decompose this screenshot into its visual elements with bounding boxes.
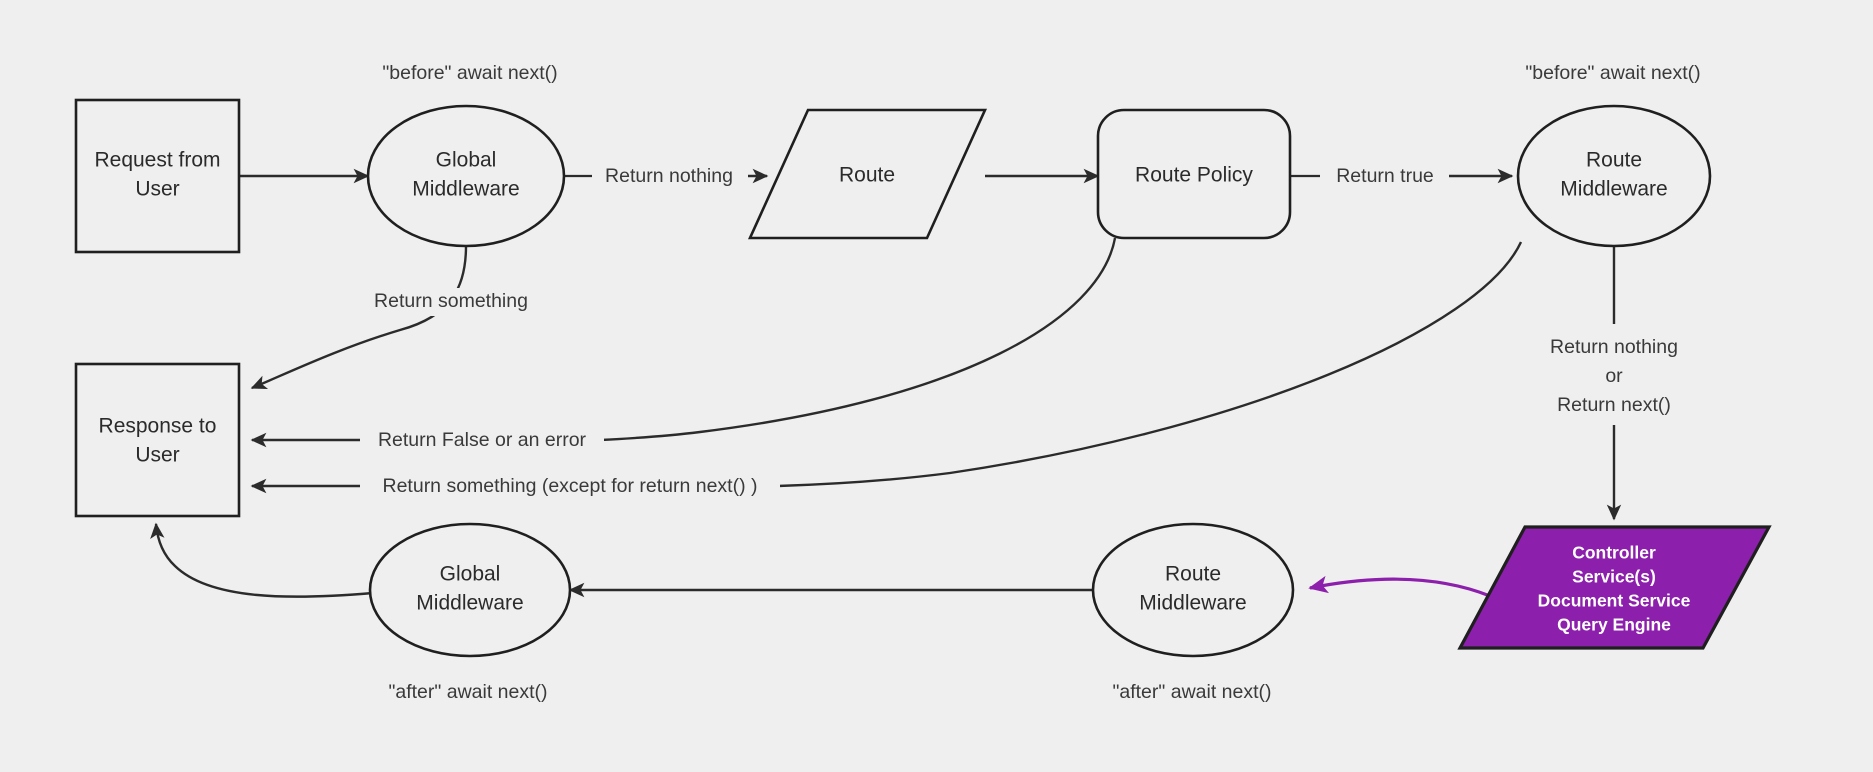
node-global-middleware-top[interactable]: Global Middleware xyxy=(366,104,566,248)
route-policy-shape xyxy=(1096,108,1292,240)
controller-services-label-line4: Query Engine xyxy=(1557,615,1671,635)
edge-controller-to-route-middleware-bottom xyxy=(1308,575,1491,598)
annotation-before-await-next-global: "before" await next() xyxy=(382,62,557,84)
return-nothing-label-backdrop xyxy=(592,163,748,190)
edge-route-policy-return-false-curve xyxy=(599,237,1117,442)
node-route-policy[interactable]: Route Policy xyxy=(1096,108,1292,240)
return-true-label: Return true xyxy=(1336,165,1434,187)
return-false-or-error-label: Return False or an error xyxy=(378,429,587,451)
route-middleware-top-label-line2: Middleware xyxy=(1560,178,1667,201)
controller-services-shape xyxy=(1457,525,1772,650)
response-to-user-label-line1: Response to xyxy=(99,415,217,438)
edge-label-return-nothing-or-next: Return nothing or Return next() xyxy=(1530,330,1700,420)
controller-services-label-line3: Document Service xyxy=(1538,591,1691,611)
controller-services-label-line2: Service(s) xyxy=(1572,567,1656,587)
request-from-user-label-line2: User xyxy=(135,178,179,201)
return-nothing-label: Return nothing xyxy=(605,165,733,187)
node-response-to-user[interactable]: Response to User xyxy=(74,362,241,518)
route-shape xyxy=(747,108,988,240)
global-middleware-bottom-label-line2: Middleware xyxy=(416,592,523,615)
edge-global-middleware-bottom-to-response xyxy=(150,522,374,598)
global-middleware-bottom-label-line1: Global xyxy=(440,563,501,586)
return-true-label-backdrop xyxy=(1320,163,1449,190)
annotation-before-await-next-route: "before" await next() xyxy=(1525,62,1700,84)
return-something-label-backdrop xyxy=(360,288,542,316)
global-middleware-top-label-line1: Global xyxy=(436,149,497,172)
annotation-after-await-next-route: "after" await next() xyxy=(1112,681,1271,703)
route-label: Route xyxy=(839,164,895,187)
return-nothing-or-next-label-line3: Return next() xyxy=(1557,394,1671,416)
return-nothing-or-next-label-line2: or xyxy=(1605,365,1623,387)
return-something-except-next-label-backdrop xyxy=(360,473,780,501)
response-to-user-label-line2: User xyxy=(135,444,179,467)
route-middleware-bottom-shape xyxy=(1091,522,1295,658)
return-something-except-next-label: Return something (except for return next… xyxy=(383,475,758,497)
route-middleware-top-shape xyxy=(1516,104,1712,248)
edge-route-middleware-return-something-curve xyxy=(777,241,1523,488)
edge-label-return-something-except-next: Return something (except for return next… xyxy=(360,473,780,501)
return-something-label: Return something xyxy=(374,290,528,312)
request-from-user-shape xyxy=(74,98,241,254)
node-route-middleware-top[interactable]: Route Middleware xyxy=(1516,104,1712,248)
global-middleware-top-label-line2: Middleware xyxy=(412,178,519,201)
global-middleware-top-shape xyxy=(366,104,566,248)
node-request-from-user[interactable]: Request from User xyxy=(74,98,241,254)
response-to-user-shape xyxy=(74,362,241,518)
route-middleware-bottom-label-line1: Route xyxy=(1165,563,1221,586)
node-route[interactable]: Route xyxy=(747,108,988,240)
request-from-user-label-line1: Request from xyxy=(94,149,220,172)
edge-label-return-true: Return true xyxy=(1320,163,1449,190)
route-middleware-top-label-line1: Route xyxy=(1586,149,1642,172)
return-false-or-error-label-backdrop xyxy=(360,427,604,455)
node-route-middleware-bottom[interactable]: Route Middleware xyxy=(1091,522,1295,658)
edge-label-return-something: Return something xyxy=(360,288,542,316)
annotation-after-await-next-global: "after" await next() xyxy=(388,681,547,703)
return-nothing-or-next-label-backdrop xyxy=(1530,330,1700,420)
edge-global-middleware-return-something xyxy=(250,245,468,390)
edge-label-return-false-or-error: Return False or an error xyxy=(360,427,604,455)
route-policy-label: Route Policy xyxy=(1135,164,1253,187)
global-middleware-bottom-shape xyxy=(368,522,572,658)
edge-label-return-nothing: Return nothing xyxy=(592,163,748,190)
return-nothing-or-next-label-line1: Return nothing xyxy=(1550,336,1678,358)
node-global-middleware-bottom[interactable]: Global Middleware xyxy=(368,522,572,658)
controller-services-label-line1: Controller xyxy=(1572,543,1656,563)
route-middleware-bottom-label-line2: Middleware xyxy=(1139,592,1246,615)
node-controller-services[interactable]: Controller Service(s) Document Service Q… xyxy=(1457,525,1772,650)
